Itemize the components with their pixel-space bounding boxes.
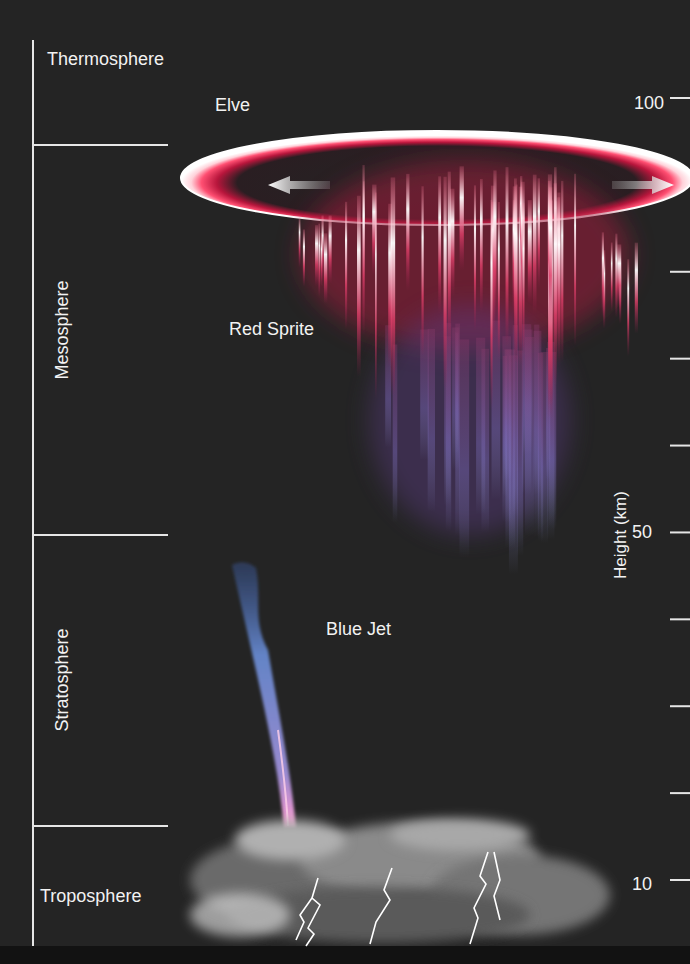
sprite-streak (318, 224, 320, 297)
sprite-streak (553, 183, 556, 385)
tick-mark (670, 879, 690, 881)
sprite-streak (617, 244, 621, 307)
tick-mark (670, 271, 690, 273)
sprite-streak (538, 178, 540, 288)
blue-jet (232, 562, 296, 828)
sprite-streak (602, 232, 604, 318)
height-ticks (670, 98, 690, 880)
sprite-streak (362, 165, 364, 335)
red-sprite (299, 160, 638, 574)
sprite-streak (448, 172, 451, 348)
phenomenon-label: Elve (215, 94, 250, 116)
sprite-streak (303, 229, 305, 286)
tick-value: 50 (630, 521, 654, 543)
sprite-tendril (428, 329, 435, 512)
sprite-streak (615, 234, 617, 318)
sprite-tendril (452, 328, 459, 471)
sprite-streak (498, 202, 500, 359)
sprite-streak (557, 193, 560, 367)
layer-name: Stratosphere (51, 628, 73, 731)
axis-title: Height (km) (610, 491, 632, 579)
sprite-streak (549, 187, 552, 323)
lightning-bolts (296, 852, 500, 946)
tick-value: 10 (630, 873, 654, 895)
tick-mark (670, 618, 690, 620)
sprite-streak (611, 242, 613, 311)
layer-name: Troposphere (40, 885, 141, 907)
sprite-streak (357, 196, 361, 377)
sprite-streak (561, 181, 563, 363)
phenomenon-label: Blue Jet (326, 618, 391, 640)
sprite-streak (460, 166, 464, 270)
sprite-tendril (525, 337, 534, 536)
sprite-streak (522, 203, 524, 356)
sprite-streak (493, 170, 496, 325)
sprite-streak (635, 243, 638, 334)
sprite-tendril (420, 330, 429, 460)
sprite-streak (490, 200, 492, 409)
sprite-streak (627, 259, 629, 356)
sprite-streak (299, 217, 301, 267)
sprite-streak (506, 167, 509, 346)
sprite-tendril (459, 339, 469, 557)
sprite-streak (329, 216, 332, 284)
sprite-streak (438, 176, 441, 313)
sprite-streak (514, 178, 517, 362)
sprite-streak (474, 185, 476, 330)
phenomenon-label: Red Sprite (229, 318, 314, 340)
tick-mark (670, 705, 690, 707)
sprite-streak (444, 177, 447, 389)
sprite-tendril (476, 338, 485, 514)
tick-mark (670, 358, 690, 360)
tick-mark (670, 792, 690, 794)
sprite-streak (324, 233, 327, 303)
sprite-streak (480, 179, 483, 312)
sprite-streak (574, 174, 576, 346)
layer-name: Mesosphere (51, 280, 73, 379)
sprite-streak (533, 175, 537, 314)
sprite-streak (528, 200, 532, 304)
tick-mark (670, 445, 690, 447)
thunderstorm-clouds (0, 819, 690, 964)
layer-name: Thermosphere (47, 48, 164, 70)
tick-value: 100 (632, 92, 666, 114)
tick-mark (670, 97, 690, 99)
sprite-streak (315, 225, 318, 286)
sprite-tendril (534, 325, 539, 537)
tick-mark (670, 531, 690, 533)
sprite-tendril (502, 336, 511, 522)
sprite-streak (421, 186, 423, 356)
sprite-streak (345, 202, 347, 330)
layer-boundaries (33, 40, 168, 964)
sprite-streak (321, 233, 323, 287)
sprite-streak (391, 177, 395, 395)
sprite-streak (406, 174, 409, 291)
sprite-streak (375, 193, 377, 399)
